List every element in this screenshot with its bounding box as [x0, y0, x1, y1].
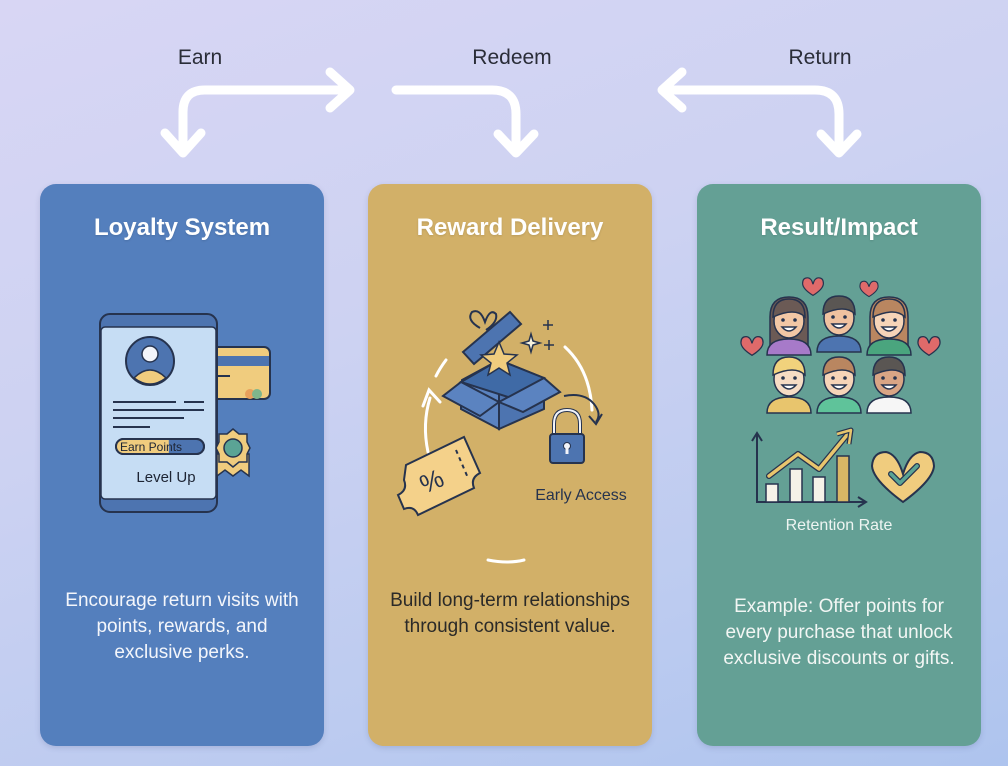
padlock-icon — [549, 407, 585, 464]
level-up-caption: Level Up — [136, 469, 195, 486]
customer-face-icon — [816, 356, 862, 414]
badge-ribbon-icon — [215, 428, 251, 478]
gift-box-icon — [441, 310, 562, 431]
redeem-arrow-icon — [391, 85, 539, 158]
user-avatar-icon — [125, 336, 175, 386]
card-description: Encourage return visits with points, rew… — [65, 590, 299, 663]
flow-label-redeem: Redeem — [472, 46, 552, 69]
customer-face-icon — [866, 356, 912, 414]
customer-face-icon — [816, 295, 862, 353]
rotate-arrow-icon — [563, 394, 600, 423]
discount-ticket-icon: % — [396, 435, 482, 517]
growth-chart-icon — [751, 427, 868, 508]
return-arrow-icon — [657, 67, 862, 158]
flow-arrows — [160, 67, 862, 158]
retention-rate-caption: Retention Rate — [786, 517, 893, 534]
flow-label-earn: Earn — [177, 46, 223, 69]
progress-label: Earn Points — [120, 440, 182, 454]
card-description: Example: Offer points for every purchase… — [723, 596, 955, 669]
sparkle-icon — [519, 320, 554, 355]
customer-face-icon — [866, 296, 912, 356]
card-loyalty-system: Loyalty System — [40, 184, 324, 746]
earn-points-progress-bar: Earn Points — [115, 438, 205, 455]
customer-face-icon — [766, 296, 812, 356]
card-title: Loyalty System — [93, 214, 271, 241]
card-description: Build long-term relationships through co… — [390, 590, 630, 637]
heart-check-icon — [870, 450, 936, 504]
text-lines — [113, 401, 204, 428]
card-title: Result/Impact — [760, 214, 918, 241]
card-result-impact: Result/Impact — [697, 184, 981, 746]
early-access-caption: Early Access — [535, 487, 627, 504]
flow-label-return: Return — [788, 46, 852, 69]
reward-illustration: % Early Access — [396, 310, 627, 564]
card-title: Reward Delivery — [416, 214, 604, 241]
customer-face-icon — [766, 356, 812, 414]
star-icon — [479, 340, 519, 377]
earn-arrow-icon — [160, 67, 355, 158]
impact-illustration: Retention Rate — [740, 277, 941, 534]
cycle-arrows-icon — [421, 345, 594, 564]
happy-customers-icon — [766, 295, 912, 414]
card-reward-delivery: Reward Delivery % — [368, 184, 652, 746]
loyalty-illustration: Earn Points Level Up — [99, 313, 271, 513]
